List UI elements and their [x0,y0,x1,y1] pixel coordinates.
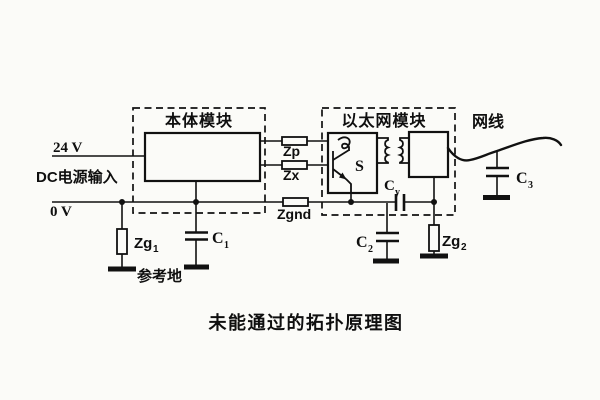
svg-text:1: 1 [224,240,229,251]
main-device-box [143,131,262,183]
label-24v: 24 V [53,140,82,156]
main-module-box [132,107,266,214]
transistor-switch-icon [332,136,352,193]
svg-text:Zg: Zg [442,233,460,250]
svg-text:y: y [395,187,400,198]
label-main-module: 本体模块 [165,111,233,130]
label-c3: C 3 [516,170,533,191]
network-cable-line [446,136,563,162]
svg-text:Zg: Zg [134,235,152,252]
transformer-icon [377,137,409,164]
label-zgnd: Zgnd [277,206,311,222]
svg-text:2: 2 [368,244,373,255]
label-zx: Zx [283,167,300,183]
label-switch-s: S [355,158,364,175]
label-network-cable: 网线 [472,112,504,131]
label-c1: C 1 [212,230,229,251]
capacitor-c2 [376,231,399,243]
label-c2: C 2 [356,234,373,255]
svg-text:2: 2 [461,242,467,253]
impedance-zgnd-block [282,197,309,207]
figure-caption: 未能通过的拓扑原理图 [209,312,404,333]
label-zg2: Zg 2 [442,233,467,253]
capacitor-cy [394,194,406,211]
capacitor-c3 [486,166,509,178]
label-cy: C y [384,178,400,198]
label-zg1: Zg 1 [134,235,159,255]
resistor-zg1 [116,228,128,255]
svg-text:1: 1 [153,244,159,255]
svg-text:C: C [516,170,528,187]
label-zp: Zp [283,143,300,159]
capacitor-c1 [185,231,208,241]
label-reference-ground: 参考地 [137,267,182,285]
resistor-zg2 [428,224,440,252]
impedance-zp-block [281,136,308,146]
junction-dots [119,199,437,205]
ethernet-phy-box [326,131,379,195]
impedance-zx-block [281,160,308,170]
label-0v: 0 V [50,204,72,220]
label-ethernet-module: 以太网模块 [341,111,426,130]
ethernet-connector-box [407,130,450,179]
svg-text:C: C [356,234,368,251]
svg-text:C: C [384,178,395,194]
svg-text:C: C [212,230,224,247]
svg-text:3: 3 [528,180,533,191]
label-dc-input: DC电源输入 [36,168,118,186]
ethernet-module-box [321,107,456,216]
